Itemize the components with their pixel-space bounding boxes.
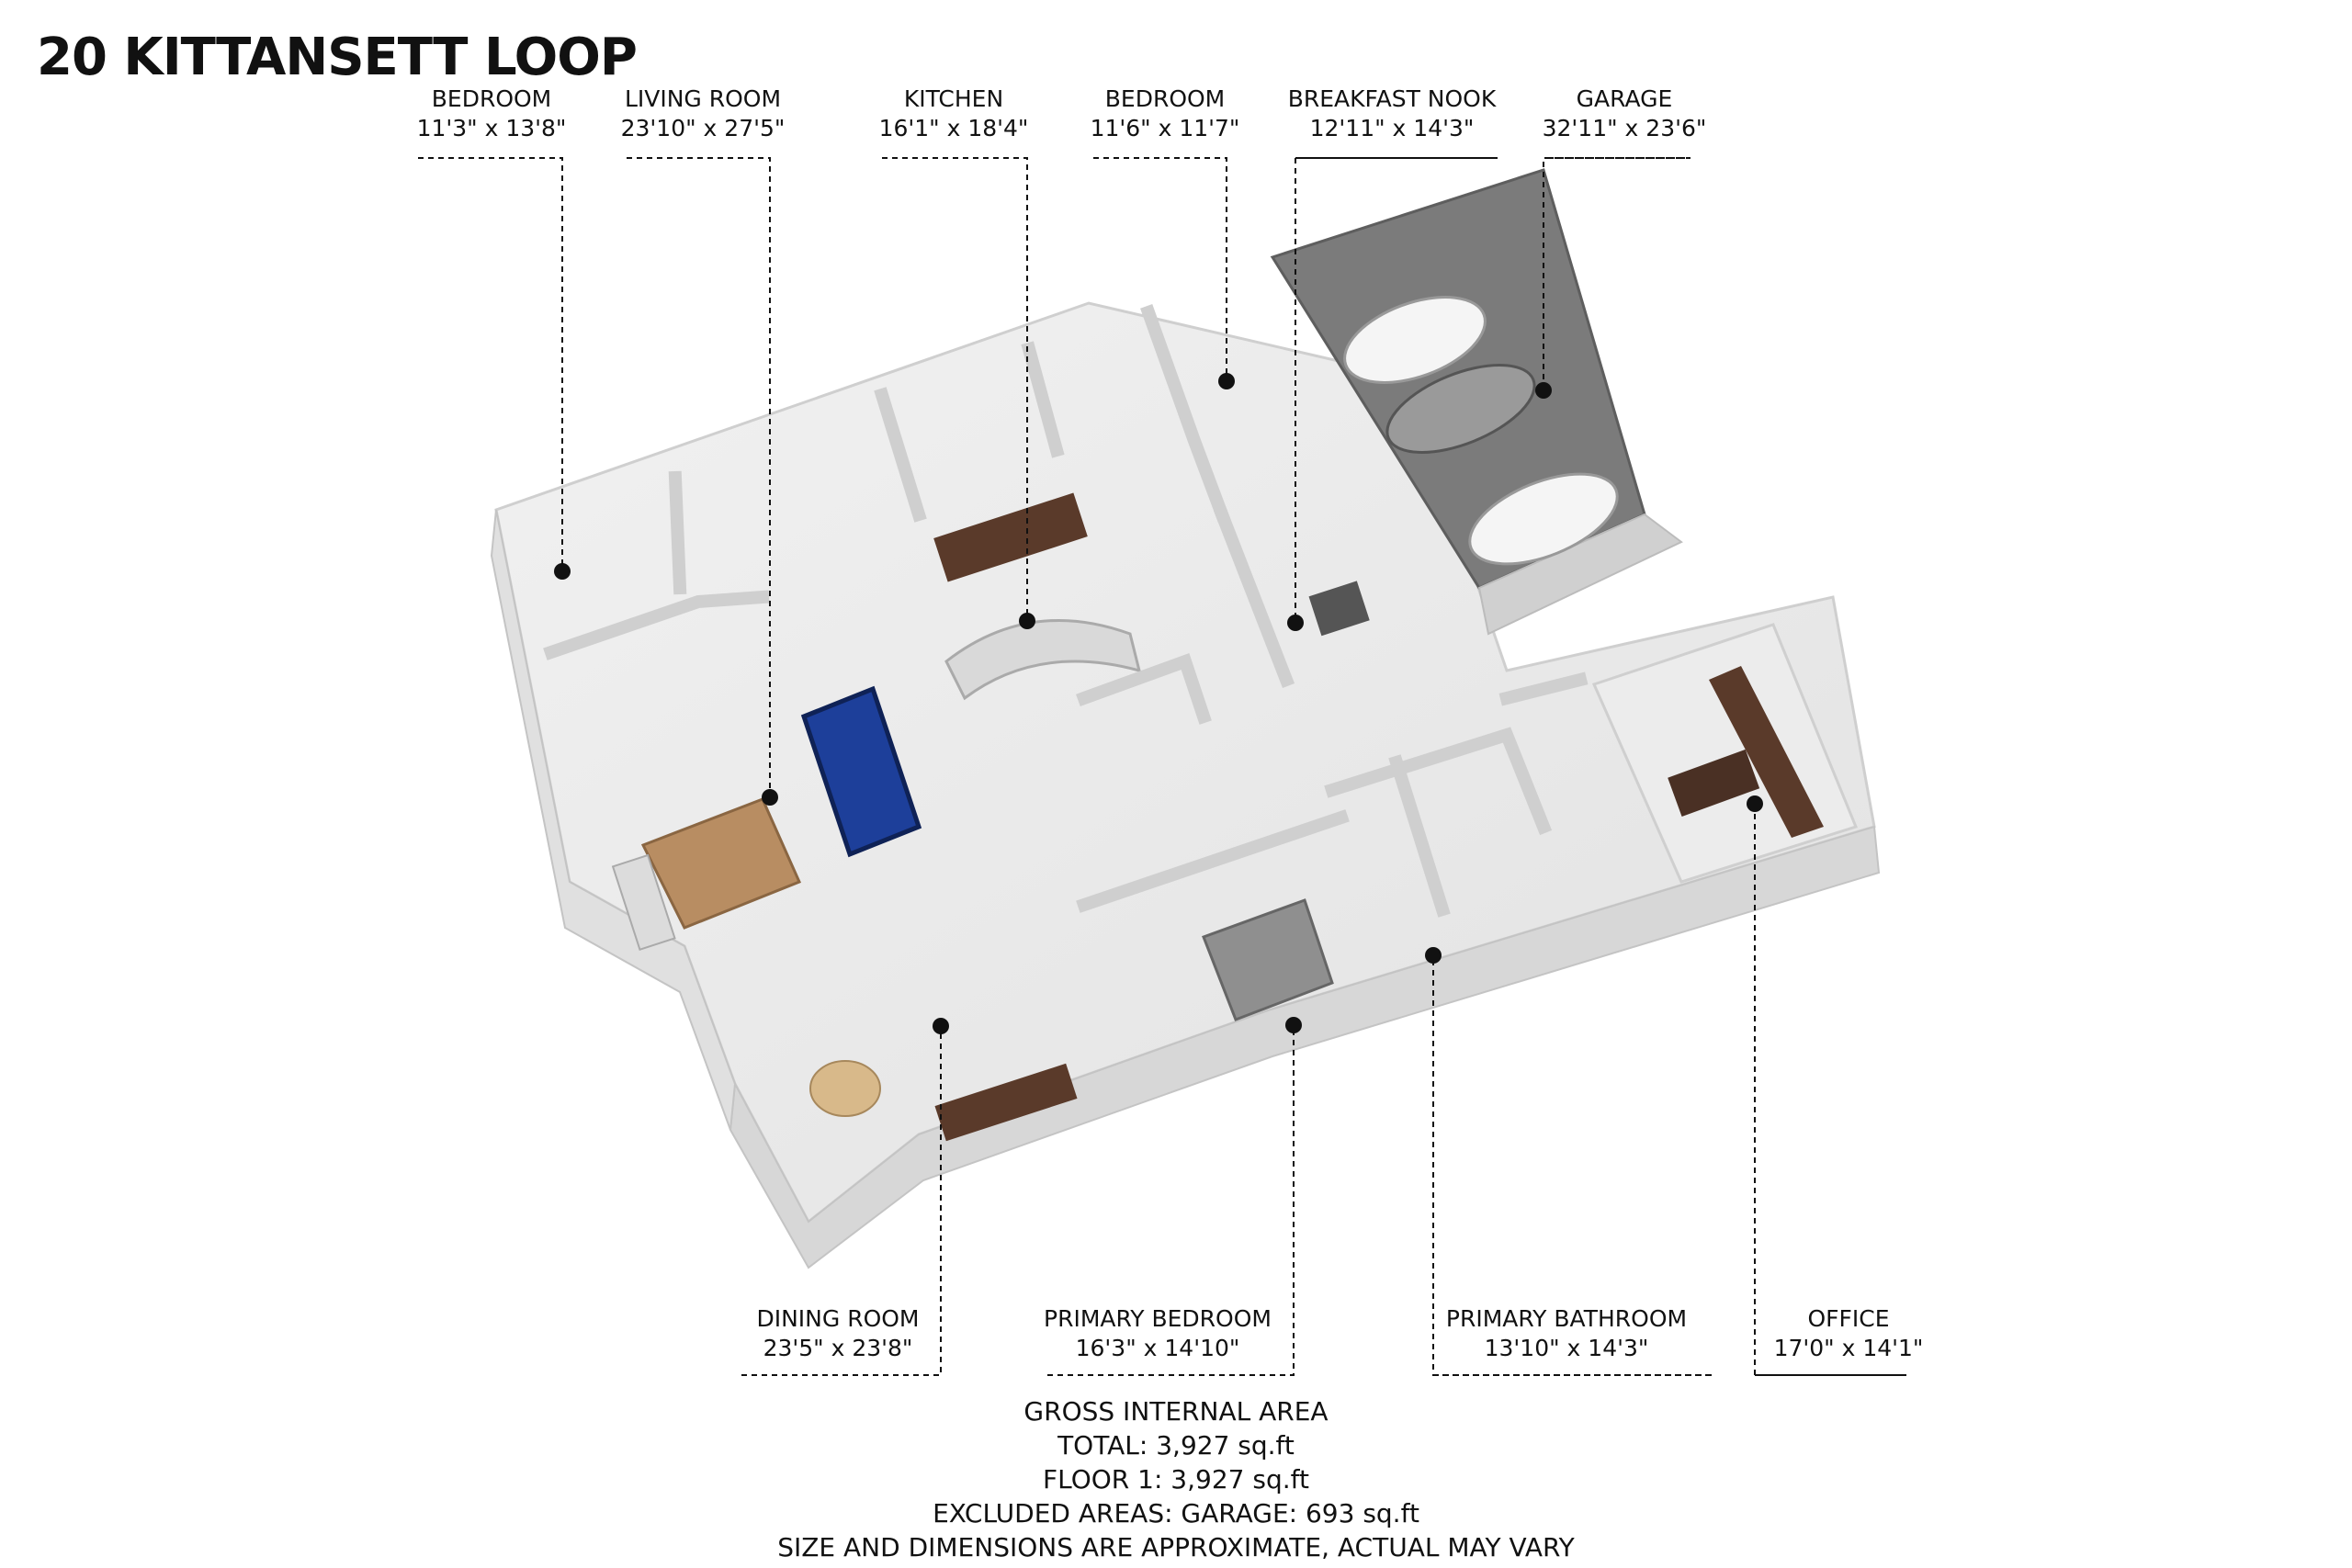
interior-walls: [543, 304, 1589, 918]
car-icon: [1385, 364, 1536, 454]
room-name: LIVING ROOM: [624, 85, 782, 112]
primary-bed: [1202, 898, 1334, 1021]
room-name: KITCHEN: [903, 85, 1004, 112]
room-dims: 23'5" x 23'8": [763, 1335, 913, 1361]
room-label-office: OFFICE 17'0" x 14'1": [1646, 1304, 2051, 1363]
room-label-primary-bathroom: PRIMARY BATHROOM 13'10" x 14'3": [1364, 1304, 1769, 1363]
gross-internal-area: GROSS INTERNAL AREA TOTAL: 3,927 sq.ft F…: [717, 1394, 1635, 1564]
sofa-icon: [611, 853, 676, 951]
area-heading: GROSS INTERNAL AREA: [1023, 1396, 1329, 1427]
room-name: GARAGE: [1576, 85, 1673, 112]
room-dims: 11'3" x 13'8": [416, 115, 567, 141]
room-dims: 16'3" x 14'10": [1075, 1335, 1240, 1361]
room-name: BEDROOM: [431, 85, 552, 112]
room-label-garage: GARAGE 32'11" x 23'6": [1422, 85, 1826, 143]
exterior-wall-front: [729, 825, 1881, 1269]
room-dims: 17'0" x 14'1": [1773, 1335, 1924, 1361]
area-floor: FLOOR 1: 3,927 sq.ft: [1043, 1464, 1309, 1495]
pool-table: [800, 685, 922, 858]
room-label-bedroom-2: BEDROOM 11'6" x 11'7": [963, 85, 1367, 143]
room-name: PRIMARY BATHROOM: [1445, 1305, 1688, 1332]
breakfast-table: [1308, 581, 1370, 637]
room-name: BEDROOM: [1104, 85, 1226, 112]
office-desk: [1668, 749, 1760, 818]
area-total: TOTAL: 3,927 sq.ft: [1057, 1430, 1295, 1461]
property-title: 20 KITTANSETT LOOP: [37, 28, 638, 87]
room-dims: 12'11" x 14'3": [1309, 115, 1475, 141]
room-label-primary-bedroom: PRIMARY BEDROOM 16'3" x 14'10": [956, 1304, 1360, 1363]
kitchen-island: [944, 619, 1142, 701]
round-table: [809, 1060, 881, 1117]
office-cabinet: [1709, 666, 1824, 838]
area-disclaimer: SIZE AND DIMENSIONS ARE APPROXIMATE, ACT…: [777, 1532, 1575, 1562]
area-excluded: EXCLUDED AREAS: GARAGE: 693 sq.ft: [933, 1498, 1419, 1529]
living-room-rug: [640, 797, 802, 930]
room-markers: [554, 373, 1763, 1034]
room-dims: 11'6" x 11'7": [1090, 115, 1240, 141]
car-icon: [1468, 472, 1619, 566]
room-label-living-room: LIVING ROOM 23'10" x 27'5": [501, 85, 905, 143]
kitchen-counter: [933, 492, 1088, 582]
room-label-kitchen: KITCHEN 16'1" x 18'4": [752, 85, 1156, 143]
room-label-dining-room: DINING ROOM 23'5" x 23'8": [636, 1304, 1040, 1363]
garage-wall: [1477, 513, 1683, 636]
leader-lines: [418, 157, 1906, 1376]
exterior-wall-left: [490, 509, 737, 1131]
room-dims: 32'11" x 23'6": [1542, 115, 1707, 141]
room-name: DINING ROOM: [756, 1305, 920, 1332]
room-dims: 13'10" x 14'3": [1484, 1335, 1649, 1361]
room-label-breakfast-nook: BREAKFAST NOOK 12'11" x 14'3": [1190, 85, 1594, 143]
car-icon: [1343, 296, 1487, 384]
dining-table: [934, 1063, 1078, 1142]
room-dims: 16'1" x 18'4": [878, 115, 1029, 141]
room-label-bedroom-1: BEDROOM 11'3" x 13'8": [289, 85, 694, 143]
room-name: OFFICE: [1807, 1305, 1890, 1332]
room-dims: 23'10" x 27'5": [620, 115, 786, 141]
room-name: PRIMARY BEDROOM: [1044, 1305, 1272, 1332]
room-name: BREAKFAST NOOK: [1287, 85, 1497, 112]
